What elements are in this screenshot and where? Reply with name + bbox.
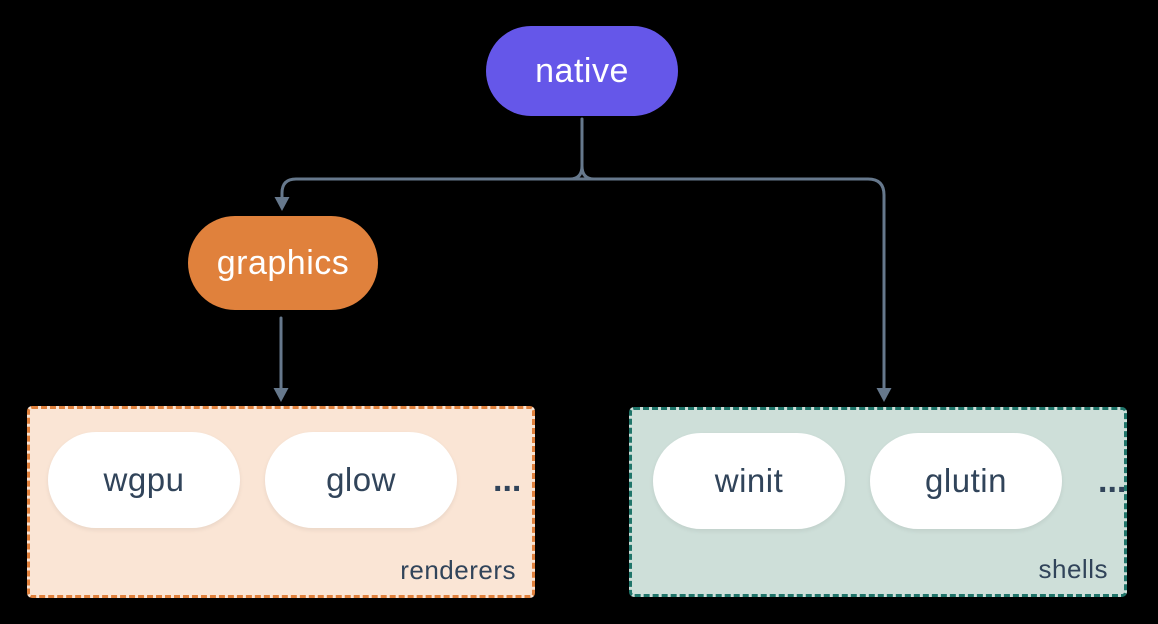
group-renderers-label: renderers [400,555,516,585]
renderers-pill-row: wgpu glow ... [48,432,521,528]
pill-winit: winit [653,433,845,529]
renderers-ellipsis: ... [493,461,522,499]
arrowhead-to-graphics [274,197,290,211]
arrowhead-to-shells [876,388,892,402]
node-graphics-label: graphics [216,243,350,282]
shells-ellipsis: ... [1098,462,1127,500]
group-shells-label: shells [1038,554,1108,584]
pill-glutin: glutin [870,433,1062,529]
node-graphics: graphics [188,216,378,310]
arrowhead-to-renderers [273,388,289,402]
group-shells: winit glutin ... shells [629,407,1127,597]
shells-pill-row: winit glutin ... [653,433,1126,529]
group-renderers: wgpu glow ... renderers [27,406,535,598]
edge-native-stem [568,117,596,181]
node-native: native [486,26,678,116]
pill-glow: glow [265,432,457,528]
node-native-label: native [535,51,629,90]
pill-wgpu: wgpu [48,432,240,528]
